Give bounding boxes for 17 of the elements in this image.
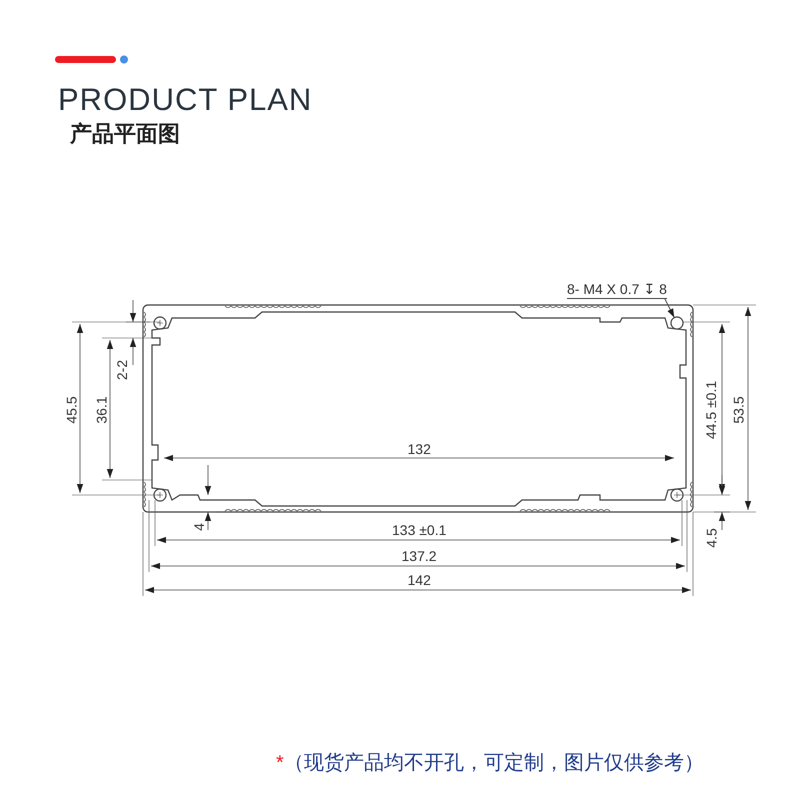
dimension-label: 44.5 ±0.1	[704, 380, 718, 440]
dimension-label: 2-2	[115, 360, 130, 380]
screw-hole	[670, 316, 684, 330]
dimension-label: 53.5	[731, 396, 746, 424]
dimension-label: 36.1	[94, 396, 108, 424]
subtitle: 产品平面图	[70, 123, 180, 145]
dimension-label: 4	[192, 523, 206, 531]
callout-text: 8- M4 X 0.7 ↧ 8	[567, 282, 667, 299]
page-title: PRODUCT PLAN	[58, 84, 312, 114]
dimension-label: 4.5	[704, 528, 718, 548]
dimension-label: 45.5	[64, 396, 78, 424]
leader-line	[664, 298, 675, 318]
dimension-label: 133 ±0.1	[392, 523, 446, 537]
dimension-label: 142	[408, 573, 431, 587]
note-text: *（现货产品均不开孔，可定制，图片仅供参考）	[276, 753, 704, 773]
dimension-label: 137.2	[402, 549, 437, 563]
dimension-label: 132	[408, 442, 431, 456]
